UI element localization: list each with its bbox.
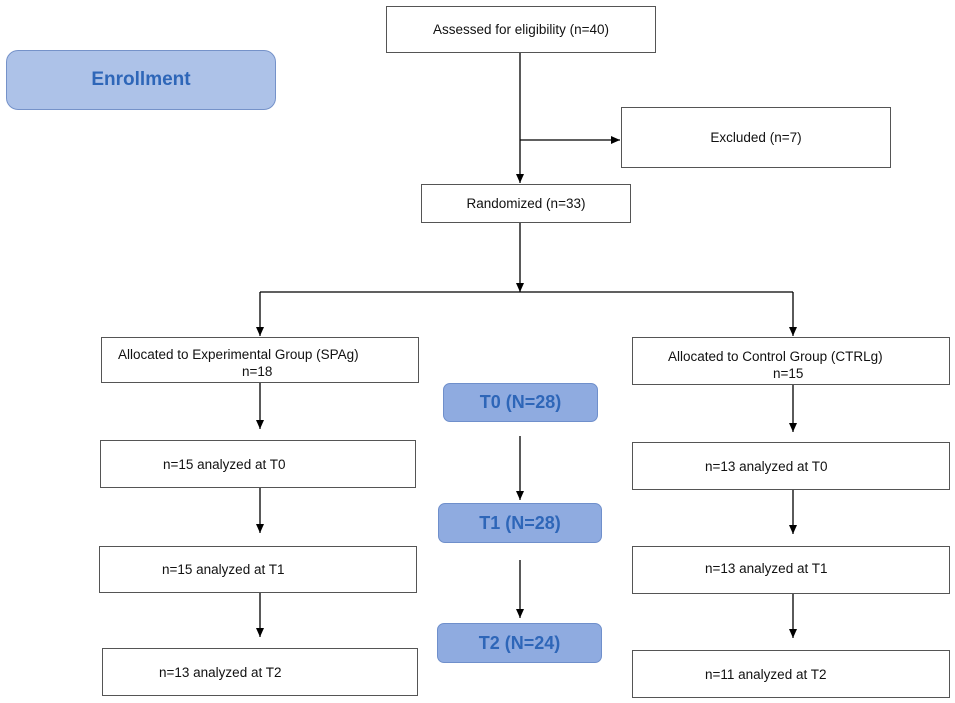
timepoint-t1-text: T1 (N=28)	[479, 512, 561, 533]
experimental-t1-box: n=15 analyzed at T1	[99, 546, 417, 593]
excluded-box: Excluded (n=7)	[621, 107, 891, 168]
timepoint-t0: T0 (N=28)	[443, 383, 598, 422]
control-t0-box: n=13 analyzed at T0	[632, 442, 950, 490]
experimental-t2-text: n=13 analyzed at T2	[159, 665, 282, 680]
experimental-allocation-count: n=18	[242, 364, 273, 379]
enrollment-label: Enrollment	[6, 50, 276, 110]
randomized-box: Randomized (n=33)	[421, 184, 631, 223]
timepoint-t1: T1 (N=28)	[438, 503, 602, 543]
control-t0-text: n=13 analyzed at T0	[705, 459, 828, 474]
timepoint-t2-text: T2 (N=24)	[478, 632, 561, 653]
experimental-allocation-label: Allocated to Experimental Group (SPAg)	[118, 347, 359, 362]
experimental-t1-text: n=15 analyzed at T1	[162, 562, 285, 577]
enrollment-text: Enrollment	[91, 69, 191, 90]
timepoint-t0-text: T0 (N=28)	[479, 392, 562, 412]
experimental-allocation-box: Allocated to Experimental Group (SPAg) n…	[101, 337, 419, 383]
control-t1-box: n=13 analyzed at T1	[632, 546, 950, 594]
excluded-text: Excluded (n=7)	[710, 129, 802, 145]
assessed-text: Assessed for eligibility (n=40)	[433, 21, 609, 37]
randomized-text: Randomized (n=33)	[466, 195, 586, 211]
control-allocation-box: Allocated to Control Group (CTRLg) n=15	[632, 337, 950, 385]
control-t2-box: n=11 analyzed at T2	[632, 650, 950, 698]
timepoint-t2: T2 (N=24)	[437, 623, 602, 663]
control-t2-text: n=11 analyzed at T2	[705, 667, 827, 682]
experimental-t2-box: n=13 analyzed at T2	[102, 648, 418, 696]
control-allocation-label: Allocated to Control Group (CTRLg)	[668, 349, 883, 364]
experimental-t0-box: n=15 analyzed at T0	[100, 440, 416, 488]
control-allocation-count: n=15	[773, 366, 804, 381]
assessed-box: Assessed for eligibility (n=40)	[386, 6, 656, 53]
control-t1-text: n=13 analyzed at T1	[705, 561, 828, 576]
experimental-t0-text: n=15 analyzed at T0	[163, 457, 286, 472]
